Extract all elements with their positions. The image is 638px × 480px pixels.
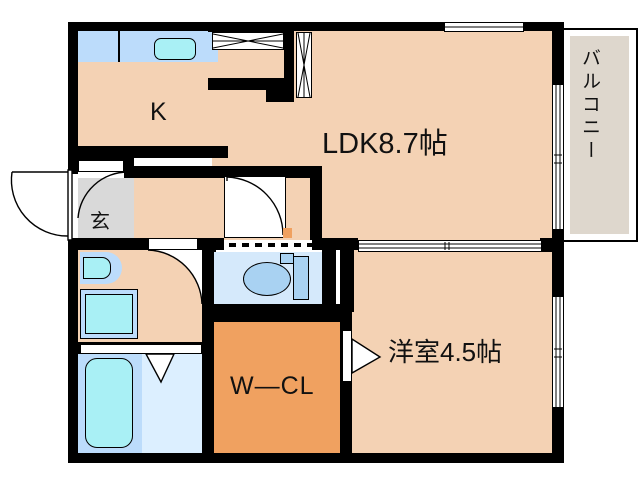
sliding-door-ldk-bedroom[interactable] — [358, 240, 542, 252]
window-bedroom-right[interactable] — [552, 296, 564, 408]
wall-kitchen-ldk-stub — [208, 22, 294, 32]
wall-hall-top — [124, 166, 322, 178]
folding-door-symbol — [144, 353, 176, 384]
wall-kitchen-vert-2 — [266, 90, 294, 102]
genkan-inner-door[interactable] — [77, 171, 130, 224]
toilet-tank — [293, 256, 309, 300]
entrance-door[interactable] — [10, 169, 73, 241]
genkan-door-frame[interactable] — [78, 160, 124, 172]
window-lines — [445, 26, 523, 28]
genkan-label: 玄 — [90, 211, 110, 233]
wall-bottom — [68, 453, 564, 463]
wall-bath-right — [202, 342, 214, 462]
bowtie-symbol — [212, 33, 284, 49]
wall-wcl-top — [202, 310, 352, 322]
wall-ldk-bottom-left — [206, 240, 216, 252]
wall-kitchen-vert — [284, 30, 294, 102]
toilet-bowl — [243, 262, 291, 296]
door-swing-entrance — [10, 169, 73, 241]
wall-ldk-bottom-right-cap — [540, 238, 564, 252]
genkan-floor — [78, 178, 134, 238]
sliding-door-lines — [554, 85, 562, 229]
door-bath-fold[interactable] — [144, 353, 176, 384]
toilet-lid — [280, 253, 294, 264]
bedroom-label: 洋室4.5帖 — [388, 337, 503, 367]
opening-dashed — [216, 243, 336, 247]
door-washroom[interactable] — [146, 249, 203, 306]
door-stop-marker — [283, 228, 292, 238]
wall-hall-bottom-left — [68, 238, 148, 250]
window-kitchen-top[interactable] — [212, 32, 284, 50]
sliding-door-balcony[interactable] — [552, 84, 564, 230]
wcl-label: W―CL — [230, 372, 315, 400]
door-swing-genkan — [77, 171, 129, 219]
folding-door-symbol-wcl — [351, 337, 382, 375]
door-wcl-fold[interactable] — [351, 337, 382, 375]
door-swing-hall-ldk — [226, 176, 284, 236]
door-hall-ldk[interactable] — [224, 176, 286, 238]
wall-hall-top-right — [294, 166, 322, 178]
wall-genkan-right — [124, 158, 134, 178]
wall-top — [68, 22, 564, 31]
bathtub — [85, 358, 133, 448]
wall-left-upper — [68, 22, 78, 158]
balcony-label: バルコニー — [579, 48, 600, 163]
balcony-floor — [570, 36, 629, 234]
washing-machine-inner — [85, 294, 133, 334]
wall-kitchen-header — [208, 78, 284, 90]
door-wcl-frame[interactable] — [342, 330, 352, 382]
wall-kitchen-bottom-2 — [114, 146, 228, 158]
wall-washroom-right — [202, 240, 214, 352]
wall-hall-right — [310, 176, 322, 240]
ldk-label: LDK8.7帖 — [322, 128, 448, 160]
bedroom-floor — [352, 250, 552, 454]
washbasin-bowl — [83, 257, 111, 279]
wall-toilet-right — [322, 240, 336, 316]
wall-bedroom-topleft — [340, 240, 354, 312]
window-ldk-top[interactable] — [444, 22, 524, 32]
kitchen-counter — [78, 30, 218, 62]
sliding-door-lines-h — [359, 242, 541, 250]
wall-right-upper — [552, 22, 564, 84]
wcl-floor — [212, 320, 342, 454]
door-bath-frame[interactable] — [80, 344, 202, 354]
wall-left-entry-top — [68, 150, 78, 174]
counter-divider — [118, 30, 120, 62]
window-lines-vertical — [554, 297, 562, 407]
door-washroom-frame[interactable] — [148, 238, 198, 250]
kitchen-label: K — [150, 98, 167, 126]
door-swing-washroom — [146, 249, 203, 306]
wall-kitchen-bottom — [68, 146, 124, 158]
bowtie-symbol-vertical — [297, 32, 311, 98]
window-kitchen-side[interactable] — [296, 32, 312, 98]
kitchen-sink — [154, 38, 196, 60]
